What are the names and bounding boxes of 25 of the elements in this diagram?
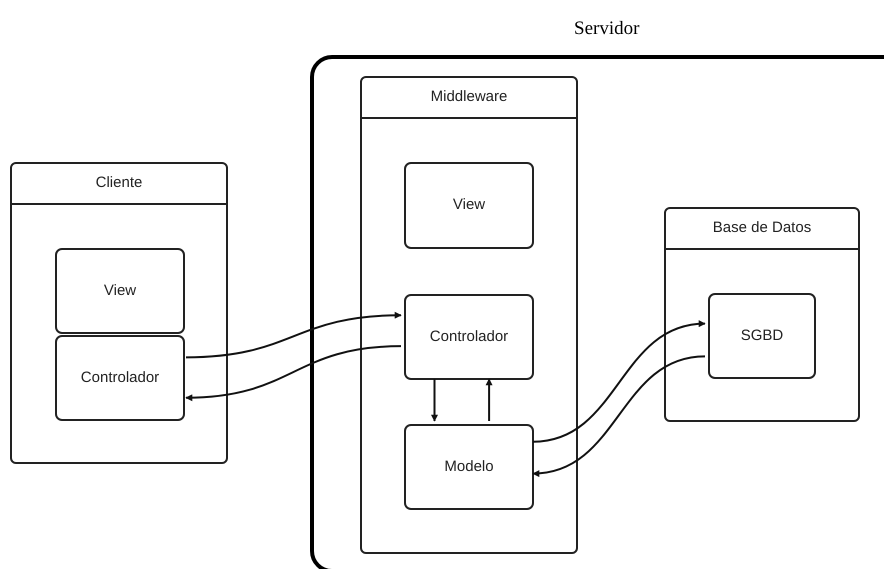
box-label: View — [104, 280, 136, 301]
component-panel — [360, 76, 578, 554]
module-box — [404, 294, 534, 380]
arrow — [486, 378, 493, 421]
module-box — [404, 424, 534, 510]
panel-title: Base de Datos — [712, 218, 812, 238]
module-box — [55, 335, 185, 421]
component-panel — [10, 162, 228, 464]
box-label: SGBD — [740, 326, 784, 346]
arrow — [431, 379, 438, 422]
arrow — [532, 355, 706, 476]
server-heading: Servidor — [574, 17, 640, 41]
box-label: Controlador — [80, 368, 160, 388]
module-box — [708, 293, 816, 379]
panel-title: Middleware — [430, 87, 508, 108]
arrow — [185, 345, 402, 402]
module-box — [55, 248, 185, 334]
module-box — [404, 162, 534, 249]
box-label: View — [452, 195, 486, 216]
panel-title: Cliente — [96, 173, 142, 194]
component-panel — [664, 207, 860, 422]
arrow — [186, 312, 402, 358]
box-label: Controlador — [430, 326, 508, 347]
box-label: Modelo — [444, 456, 494, 477]
arrow — [532, 320, 706, 443]
